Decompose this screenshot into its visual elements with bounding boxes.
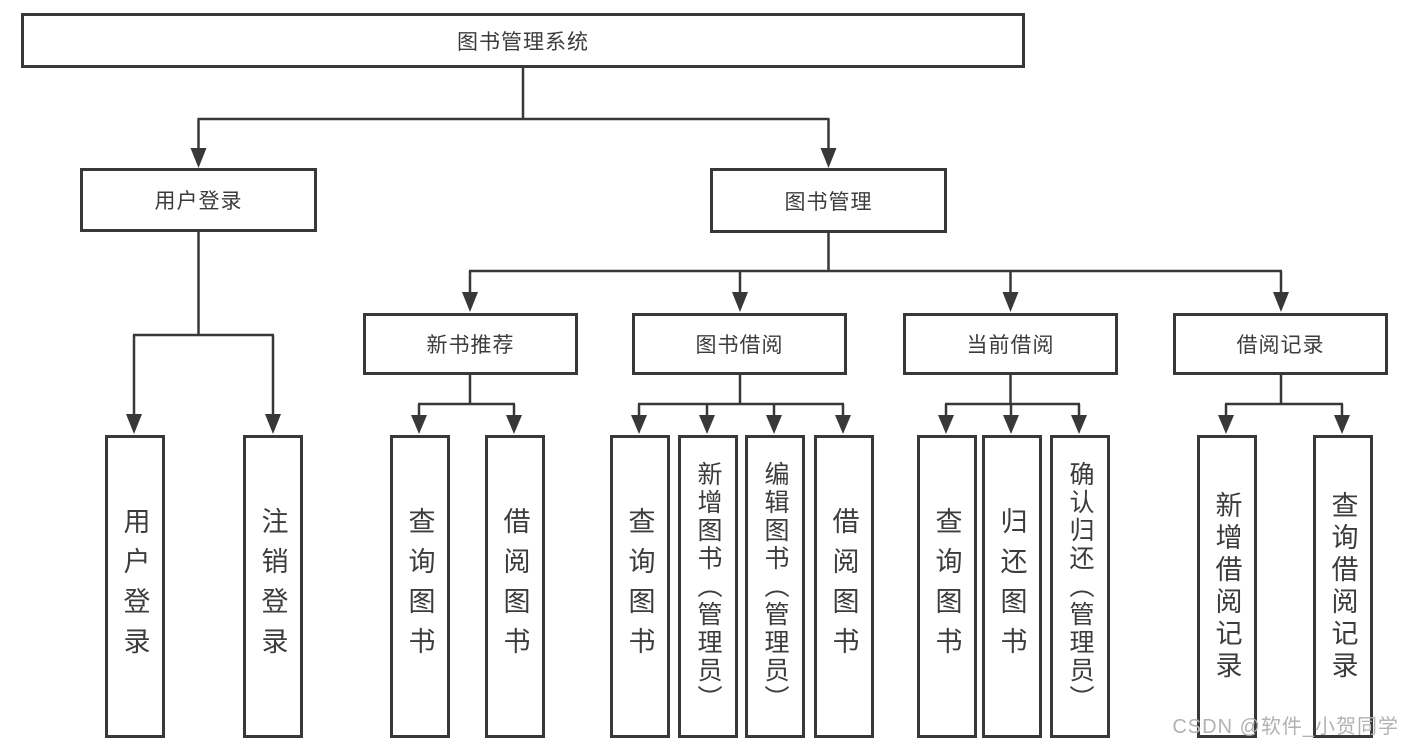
leaf-add-books-admin: 新增图书（管理员）	[678, 435, 738, 738]
leaf-query-borrow-record: 查询借阅记录	[1313, 435, 1373, 738]
node-label: 图书管理系统	[457, 30, 589, 54]
node-label: 用户登录	[154, 190, 243, 213]
node-label: 查询借阅记录	[1327, 490, 1358, 683]
node-label: 图书管理	[784, 190, 873, 214]
node-label: 查询图书	[404, 506, 435, 667]
node-borrow-records: 借阅记录	[1173, 313, 1388, 375]
node-label: 用户登录	[119, 506, 150, 667]
node-label: 注销登录	[257, 506, 288, 667]
node-label: 编辑图书（管理员）	[761, 460, 789, 713]
node-label: 新增借阅记录	[1211, 490, 1242, 683]
node-label: 借阅图书	[499, 506, 530, 667]
leaf-query-books-recommend: 查询图书	[390, 435, 450, 738]
node-label: 借阅图书	[828, 506, 859, 667]
node-label: 查询图书	[931, 506, 962, 667]
leaf-confirm-return-admin: 确认归还（管理员）	[1050, 435, 1110, 738]
node-label: 当前借阅	[966, 334, 1055, 357]
node-current-borrowing: 当前借阅	[903, 313, 1118, 375]
watermark: CSDN @软件_小贺同学	[1172, 716, 1399, 738]
node-library-system: 图书管理系统	[21, 13, 1025, 68]
leaf-user-login: 用户登录	[105, 435, 165, 738]
leaf-logout: 注销登录	[243, 435, 303, 738]
leaf-borrow-books-borrowing: 借阅图书	[814, 435, 874, 738]
node-label: 查询图书	[624, 506, 655, 667]
node-book-management: 图书管理	[710, 168, 947, 233]
leaf-add-borrow-record: 新增借阅记录	[1197, 435, 1257, 738]
node-label: 归还图书	[996, 506, 1027, 667]
node-label: 确认归还（管理员）	[1066, 460, 1094, 713]
node-label: 新增图书（管理员）	[694, 460, 722, 713]
leaf-query-books-borrowing: 查询图书	[610, 435, 670, 738]
leaf-query-books-current: 查询图书	[917, 435, 977, 738]
node-book-borrowing: 图书借阅	[632, 313, 847, 375]
arrowhead-group	[126, 148, 1350, 434]
leaf-borrow-books-recommend: 借阅图书	[485, 435, 545, 738]
node-new-book-recommend: 新书推荐	[363, 313, 578, 375]
node-label: 借阅记录	[1236, 334, 1325, 357]
node-label: 图书借阅	[695, 334, 784, 357]
leaf-edit-books-admin: 编辑图书（管理员）	[745, 435, 805, 738]
node-label: 新书推荐	[426, 334, 515, 357]
node-user-login: 用户登录	[80, 168, 317, 232]
leaf-return-books: 归还图书	[982, 435, 1042, 738]
